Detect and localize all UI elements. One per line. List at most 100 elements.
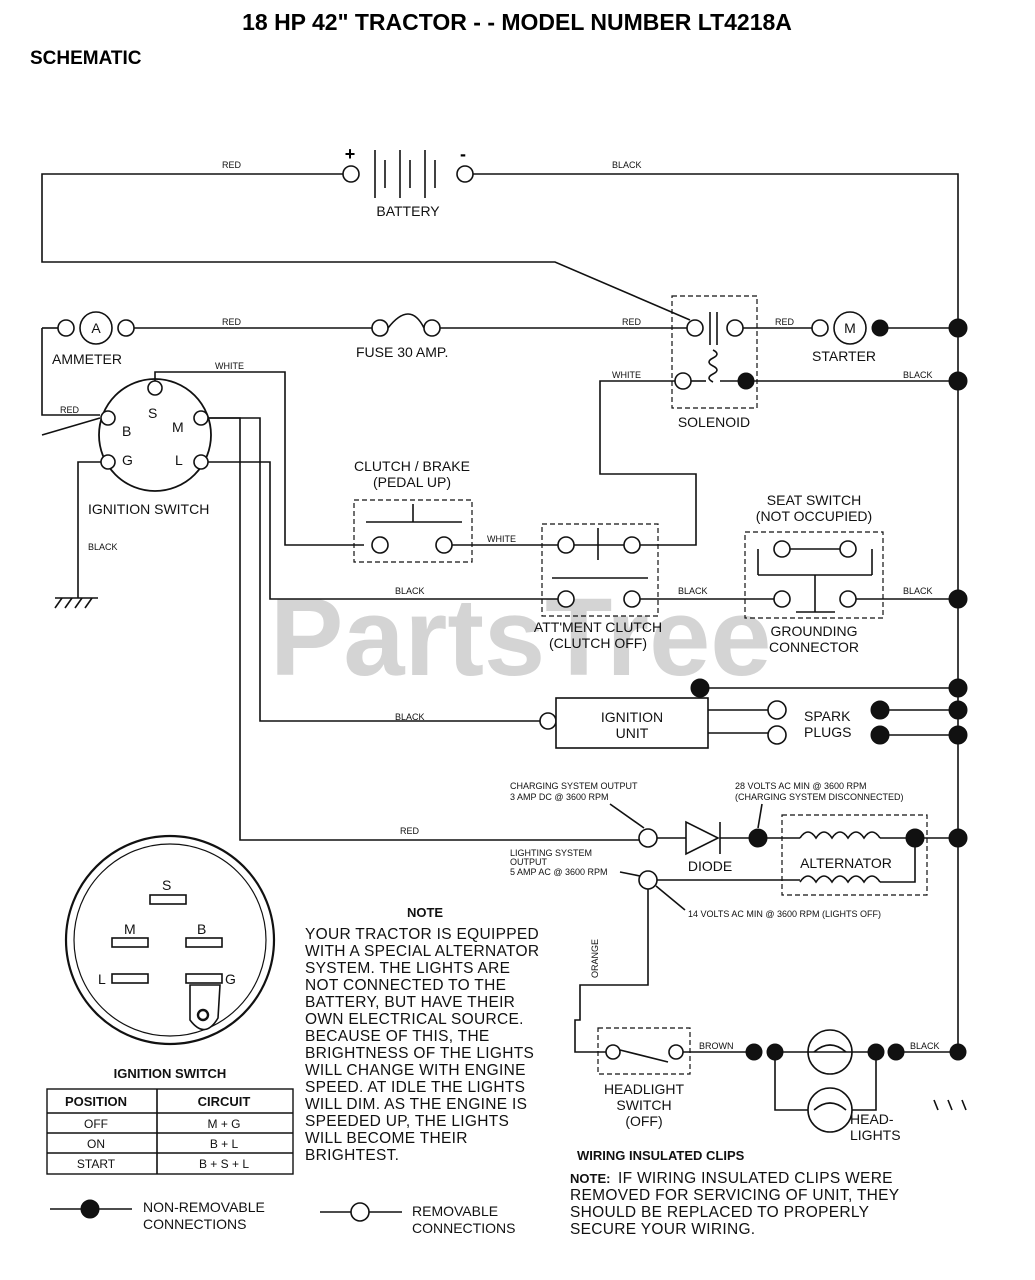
alternator-note: NOTE YOUR TRACTOR IS EQUIPPED WITH A SPE… (305, 905, 539, 1164)
svg-text:RED: RED (622, 317, 642, 327)
ammeter-gauge (79, 311, 113, 345)
svg-text:OWN ELECTRICAL SOURCE.: OWN ELECTRICAL SOURCE. (305, 1011, 524, 1028)
svg-text:CONNECTOR: CONNECTOR (769, 639, 859, 655)
svg-text:G: G (225, 971, 236, 987)
svg-text:(PEDAL UP): (PEDAL UP) (373, 474, 451, 490)
ammeter-label: AMMETER (52, 351, 122, 367)
svg-text:WHITE: WHITE (215, 361, 244, 371)
svg-text:(NOT OCCUPIED): (NOT OCCUPIED) (756, 508, 872, 524)
starter-symbol: M (844, 320, 856, 336)
battery-label: BATTERY (376, 203, 440, 219)
svg-text:CONNECTIONS: CONNECTIONS (412, 1220, 515, 1236)
svg-text:RED: RED (60, 405, 80, 415)
svg-text:SPEED. AT IDLE THE LIGHTS: SPEED. AT IDLE THE LIGHTS (305, 1079, 525, 1096)
svg-text:5 AMP AC @ 3600 RPM: 5 AMP AC @ 3600 RPM (510, 867, 608, 877)
svg-text:M + G: M + G (207, 1117, 240, 1131)
legend-non-removable-marker (80, 1199, 100, 1219)
diode-symbol (685, 820, 720, 856)
svg-text:RED: RED (222, 317, 242, 327)
svg-text:BATTERY, BUT HAVE THEIR: BATTERY, BUT HAVE THEIR (305, 994, 515, 1011)
svg-text:HEADLIGHT: HEADLIGHT (604, 1081, 685, 1097)
svg-text:3 AMP DC @ 3600 RPM: 3 AMP DC @ 3600 RPM (510, 792, 609, 802)
svg-text:WITH A SPECIAL ALTERNATOR: WITH A SPECIAL ALTERNATOR (305, 943, 539, 960)
svg-text:B: B (197, 921, 206, 937)
svg-text:RED: RED (775, 317, 795, 327)
svg-text:CONNECTIONS: CONNECTIONS (143, 1216, 246, 1232)
svg-text:BECAUSE OF THIS, THE: BECAUSE OF THIS, THE (305, 1028, 490, 1045)
svg-text:LIGHTS: LIGHTS (850, 1127, 901, 1143)
svg-text:(CLUTCH OFF): (CLUTCH OFF) (549, 635, 647, 651)
svg-text:DIODE: DIODE (688, 858, 732, 874)
svg-text:ATT'MENT CLUTCH: ATT'MENT CLUTCH (534, 619, 662, 635)
svg-text:HEAD-: HEAD- (850, 1111, 894, 1127)
svg-text:IGNITION: IGNITION (601, 709, 663, 725)
legend-removable-marker (350, 1202, 370, 1222)
svg-text:L: L (98, 971, 106, 987)
wire-label-red: RED (222, 160, 242, 170)
svg-text:ORANGE: ORANGE (590, 939, 600, 978)
ignition-switch: S B M G L IGNITION SWITCH (88, 378, 212, 517)
wiring-clips-note: WIRING INSULATED CLIPS NOTE: IF WIRING I… (570, 1148, 899, 1238)
svg-text:S: S (148, 405, 157, 421)
ignition-switch-face: S M B L G (64, 834, 276, 1046)
fuse-symbol (387, 313, 425, 329)
terminal-b (100, 410, 116, 426)
svg-text:REMOVED FOR SERVICING OF UNIT,: REMOVED FOR SERVICING OF UNIT, THEY (570, 1187, 899, 1204)
section-title: SCHEMATIC (30, 48, 142, 69)
svg-text:BLACK: BLACK (88, 542, 118, 552)
terminal-g (100, 454, 116, 470)
svg-text:BLACK: BLACK (903, 586, 933, 596)
solenoid-label: SOLENOID (678, 414, 750, 430)
svg-text:WILL DIM. AS THE ENGINE IS: WILL DIM. AS THE ENGINE IS (305, 1096, 527, 1113)
battery-circuit: + - BATTERY RED BLACK (41, 144, 959, 1050)
terminal-l (193, 454, 209, 470)
svg-text:PLUGS: PLUGS (804, 724, 851, 740)
spark-plug-1 (767, 700, 787, 720)
spark-plug-2 (767, 725, 787, 745)
svg-text:(OFF): (OFF) (625, 1113, 662, 1129)
battery-plus-sign: + (345, 144, 356, 164)
attachment-clutch-switch: WHITE BLACK ATT'MENT CLUTCH (CLUTCH OFF) (534, 370, 774, 651)
svg-text:CLUTCH / BRAKE: CLUTCH / BRAKE (354, 458, 470, 474)
svg-text:ON: ON (87, 1137, 105, 1151)
terminal-m (193, 410, 209, 426)
svg-text:IF WIRING INSULATED CLIPS WERE: IF WIRING INSULATED CLIPS WERE (618, 1170, 893, 1187)
svg-text:BLACK: BLACK (678, 586, 708, 596)
lighting-circuit: ORANGE HEADLIGHT SWITCH (OFF) BROWN BLAC… (574, 889, 967, 1143)
svg-text:WILL CHANGE WITH ENGINE: WILL CHANGE WITH ENGINE (305, 1062, 526, 1079)
ignition-unit: IGNITION UNIT SPARK PLUGS (539, 678, 968, 749)
ammeter-symbol: A (91, 320, 101, 336)
svg-text:YOUR TRACTOR IS EQUIPPED: YOUR TRACTOR IS EQUIPPED (305, 926, 539, 943)
svg-text:NOT CONNECTED TO THE: NOT CONNECTED TO THE (305, 977, 506, 994)
svg-text:BRIGHTEST.: BRIGHTEST. (305, 1147, 399, 1164)
svg-text:GROUNDING: GROUNDING (770, 623, 857, 639)
starter-label: STARTER (812, 348, 876, 364)
svg-text:CHARGING SYSTEM OUTPUT: CHARGING SYSTEM OUTPUT (510, 781, 638, 791)
svg-text:NON-REMOVABLE: NON-REMOVABLE (143, 1199, 265, 1215)
battery-minus-sign: - (460, 144, 466, 164)
legend: NON-REMOVABLE CONNECTIONS REMOVABLE CONN… (50, 1199, 515, 1236)
terminal-s (147, 380, 163, 396)
charging-circuit: DIODE CHARGING SYSTEM OUTPUT 3 AMP DC @ … (510, 781, 904, 874)
svg-text:NOTE:: NOTE: (570, 1171, 610, 1186)
svg-text:M: M (124, 921, 136, 937)
alternator: ALTERNATOR LIGHTING SYSTEM OUTPUT 5 AMP … (510, 814, 968, 919)
svg-text:L: L (175, 452, 183, 468)
svg-text:BRIGHTNESS OF THE LIGHTS: BRIGHTNESS OF THE LIGHTS (305, 1045, 534, 1062)
svg-text:SHOULD BE REPLACED TO PROPERLY: SHOULD BE REPLACED TO PROPERLY (570, 1204, 869, 1221)
svg-text:G: G (122, 452, 133, 468)
svg-text:SPARK: SPARK (804, 708, 851, 724)
page-title: 18 HP 42" TRACTOR - - MODEL NUMBER LT421… (242, 9, 792, 35)
svg-text:CIRCUIT: CIRCUIT (198, 1094, 251, 1109)
svg-text:B: B (122, 423, 131, 439)
svg-text:14 VOLTS AC MIN @ 3600 RPM (LI: 14 VOLTS AC MIN @ 3600 RPM (LIGHTS OFF) (688, 909, 881, 919)
svg-text:POSITION: POSITION (65, 1094, 127, 1109)
battery-negative-terminal (456, 165, 474, 183)
svg-text:SWITCH: SWITCH (616, 1097, 671, 1113)
svg-text:SPEEDED UP, THE LIGHTS: SPEEDED UP, THE LIGHTS (305, 1113, 509, 1130)
svg-text:OUTPUT: OUTPUT (510, 857, 548, 867)
svg-text:SECURE YOUR WIRING.: SECURE YOUR WIRING. (570, 1221, 755, 1238)
starter: M STARTER RED BLACK (743, 311, 968, 391)
